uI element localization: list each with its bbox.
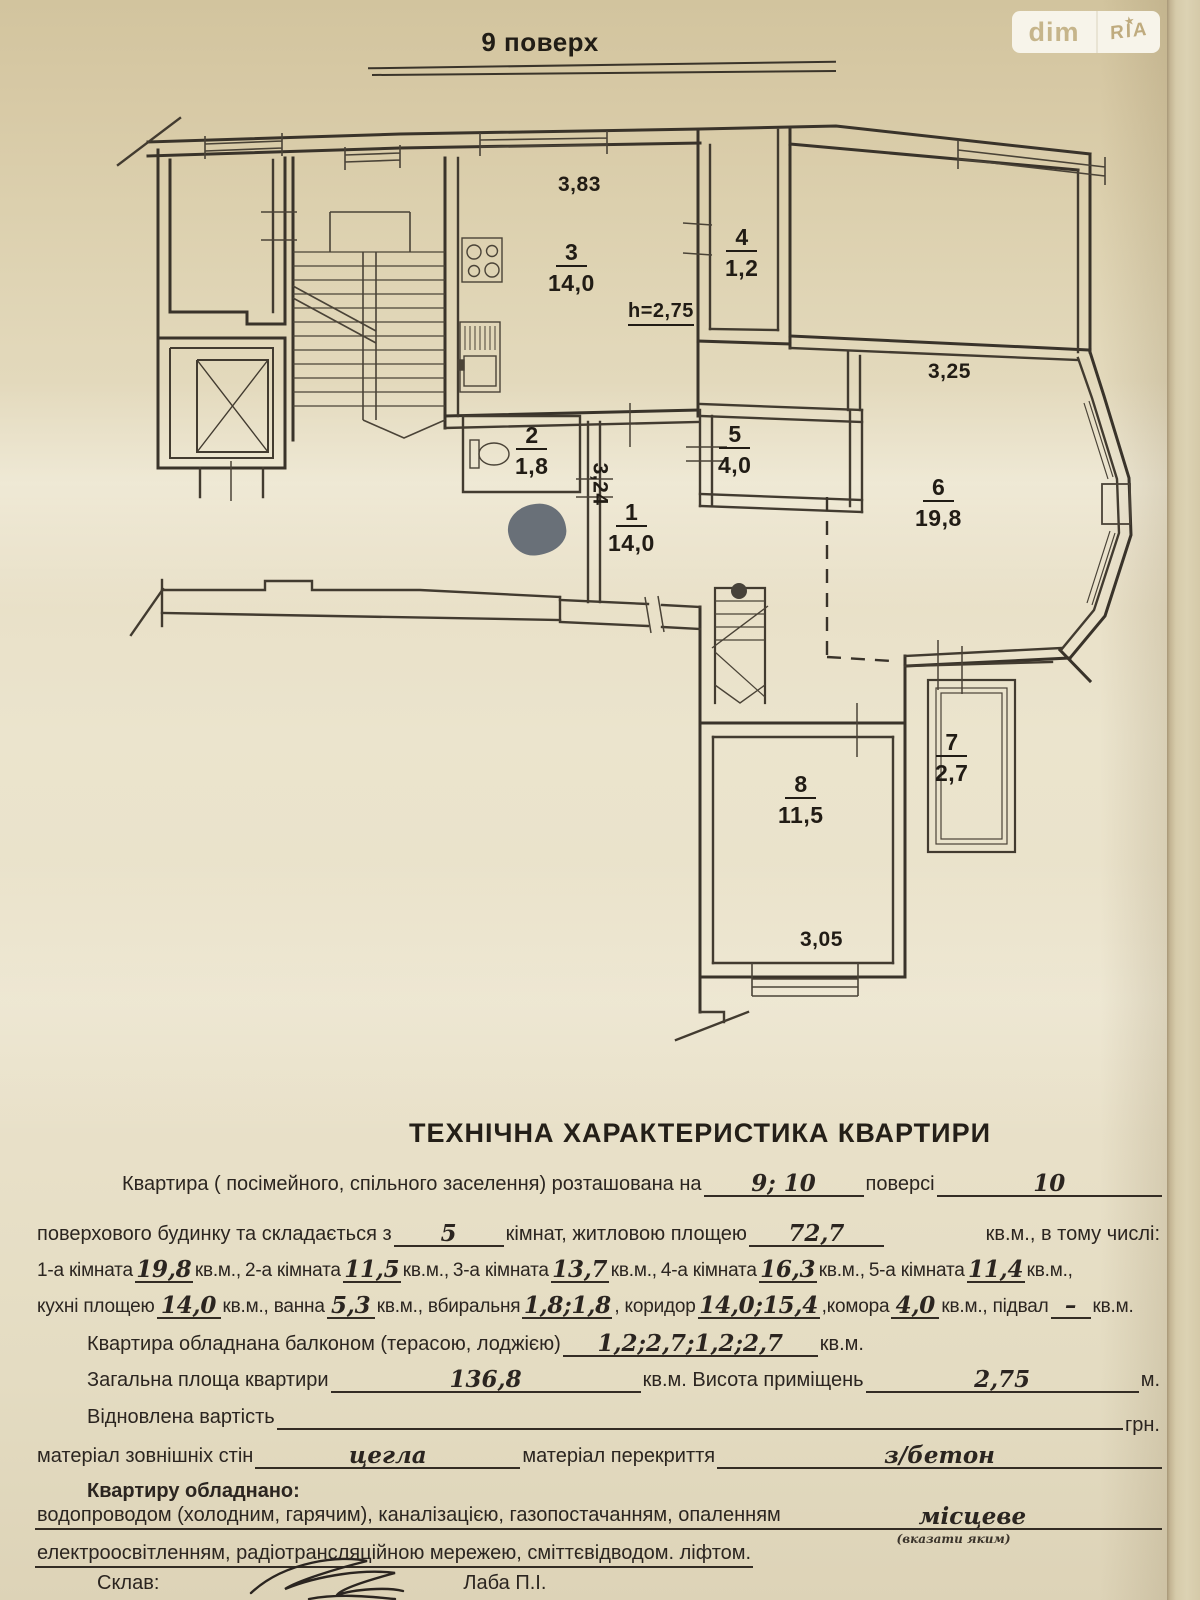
value-ceiling-height: 2,75 xyxy=(865,1368,1139,1393)
floor-title: 9 поверх xyxy=(481,27,599,57)
label: поверсі xyxy=(865,1173,935,1195)
room-label-3: 3 14,0 xyxy=(548,240,595,295)
value-building-floors: 10 xyxy=(936,1172,1162,1197)
value-corridor-area: 14,0;15,4 xyxy=(697,1292,820,1319)
room-number: 8 xyxy=(785,772,817,800)
room-number: 4 xyxy=(726,225,758,253)
room-label-5: 5 4,0 xyxy=(718,422,751,477)
room-label-8: 8 11,5 xyxy=(778,772,824,827)
floor-plan-drawing xyxy=(116,116,1133,1042)
room-area: 14,0 xyxy=(548,270,595,297)
form-line-1: Квартира ( посімейного, спільного заселе… xyxy=(35,1172,1162,1197)
ceiling-height-note: h=2,75 xyxy=(628,300,694,326)
room-number: 3 xyxy=(555,240,587,268)
value-wall-material: цегла xyxy=(255,1444,521,1469)
toilet-icon xyxy=(469,439,510,469)
compiler-name: Лаба П.І. xyxy=(463,1572,547,1594)
room-area: 1,8 xyxy=(515,453,549,480)
room-label-2: 2 1,8 xyxy=(515,423,548,478)
dim-right: 3,25 xyxy=(928,360,971,383)
form-title: ТЕХНІЧНА ХАРАКТЕРИСТИКА КВАРТИРИ xyxy=(409,1118,991,1148)
label: кімнат, житловою площею xyxy=(505,1223,747,1245)
value-total-area: 136,8 xyxy=(330,1368,641,1393)
label: поверхового будинку та складається з xyxy=(37,1223,392,1245)
value-storage-area: 4,0 xyxy=(891,1294,940,1319)
heating-note: (вказати яким) xyxy=(896,1532,1011,1546)
form-line-2: поверхового будинку та складається з 5 к… xyxy=(35,1222,1162,1247)
form-line-5: Квартира обладнана балконом (терасою, ло… xyxy=(87,1330,864,1357)
value-bath-area: 5,3 xyxy=(326,1294,375,1319)
dim-top: 3,83 xyxy=(558,173,601,196)
form-line-7: Відновлена вартість грн. xyxy=(87,1406,1160,1436)
value-restored-cost-empty xyxy=(276,1428,1123,1430)
form-line-11: електроосвітленням, радіотрансляційною м… xyxy=(35,1542,1162,1568)
room-label-6: 6 19,8 xyxy=(915,475,962,530)
form-line-9: Квартиру обладнано: xyxy=(87,1480,300,1502)
room-number: 2 xyxy=(516,423,548,451)
value-room-count: 5 xyxy=(393,1222,504,1247)
value-room1-area: 19,8 xyxy=(134,1256,193,1283)
value-room3-area: 13,7 xyxy=(550,1256,609,1283)
dim-ria-logo: dim ★ RIA xyxy=(1012,11,1160,53)
value-basement-area: – xyxy=(1050,1294,1091,1319)
form-line-8: матеріал зовнішніх стін цегла матеріал п… xyxy=(35,1444,1162,1469)
room-area: 19,8 xyxy=(915,505,962,532)
stove-icon xyxy=(461,237,503,283)
logo-dim: dim xyxy=(1012,11,1096,53)
value-kitchen-area: 14,0 xyxy=(156,1294,221,1319)
form-line-10: водопроводом (холодним, гарячим), каналі… xyxy=(35,1504,1162,1545)
value-slab-material: з/бетон xyxy=(717,1444,1162,1469)
form-line-12: Склав: Лаба П.І. xyxy=(97,1572,547,1594)
logo-ria: ★ RIA xyxy=(1096,11,1160,53)
sink-icon xyxy=(457,321,501,393)
value-room2-area: 11,5 xyxy=(342,1256,401,1283)
room-number: 1 xyxy=(615,500,647,528)
page-fold-shadow xyxy=(1100,0,1167,1600)
room-label-1: 1 14,0 xyxy=(608,500,655,555)
value-floors: 9; 10 xyxy=(703,1172,864,1197)
form-line-6: Загальна площа квартири 136,8 кв.м. Висо… xyxy=(87,1366,1160,1393)
label: Квартира ( посімейного, спільного заселе… xyxy=(122,1173,702,1195)
dim-bottom: 3,05 xyxy=(800,928,843,951)
page-edge xyxy=(1167,0,1200,1600)
value-wc-area: 1,8;1,8 xyxy=(522,1292,613,1319)
dim-vertical: 3,24 xyxy=(588,462,612,506)
signature xyxy=(249,1557,405,1600)
room-number: 7 xyxy=(936,730,968,758)
value-room5-area: 11,4 xyxy=(966,1256,1025,1283)
value-balconies: 1,2;2,7;1,2;2,7 xyxy=(562,1332,818,1357)
room-area: 14,0 xyxy=(608,530,655,557)
room-label-7: 7 2,7 xyxy=(935,730,968,785)
label: кв.м., в тому числі: xyxy=(985,1223,1160,1245)
room-area: 2,7 xyxy=(935,760,969,787)
room-area: 4,0 xyxy=(718,452,752,479)
value-room4-area: 16,3 xyxy=(758,1256,817,1283)
value-living-area: 72,7 xyxy=(748,1222,884,1247)
room-label-4: 4 1,2 xyxy=(725,225,758,280)
room-area: 1,2 xyxy=(725,255,759,282)
room-area: 11,5 xyxy=(778,802,824,829)
room-number: 5 xyxy=(719,422,751,450)
value-heating-type: місцеве (вказати яким) xyxy=(782,1505,1162,1545)
stair-direction-dot xyxy=(731,583,747,599)
room-number: 6 xyxy=(922,475,954,503)
